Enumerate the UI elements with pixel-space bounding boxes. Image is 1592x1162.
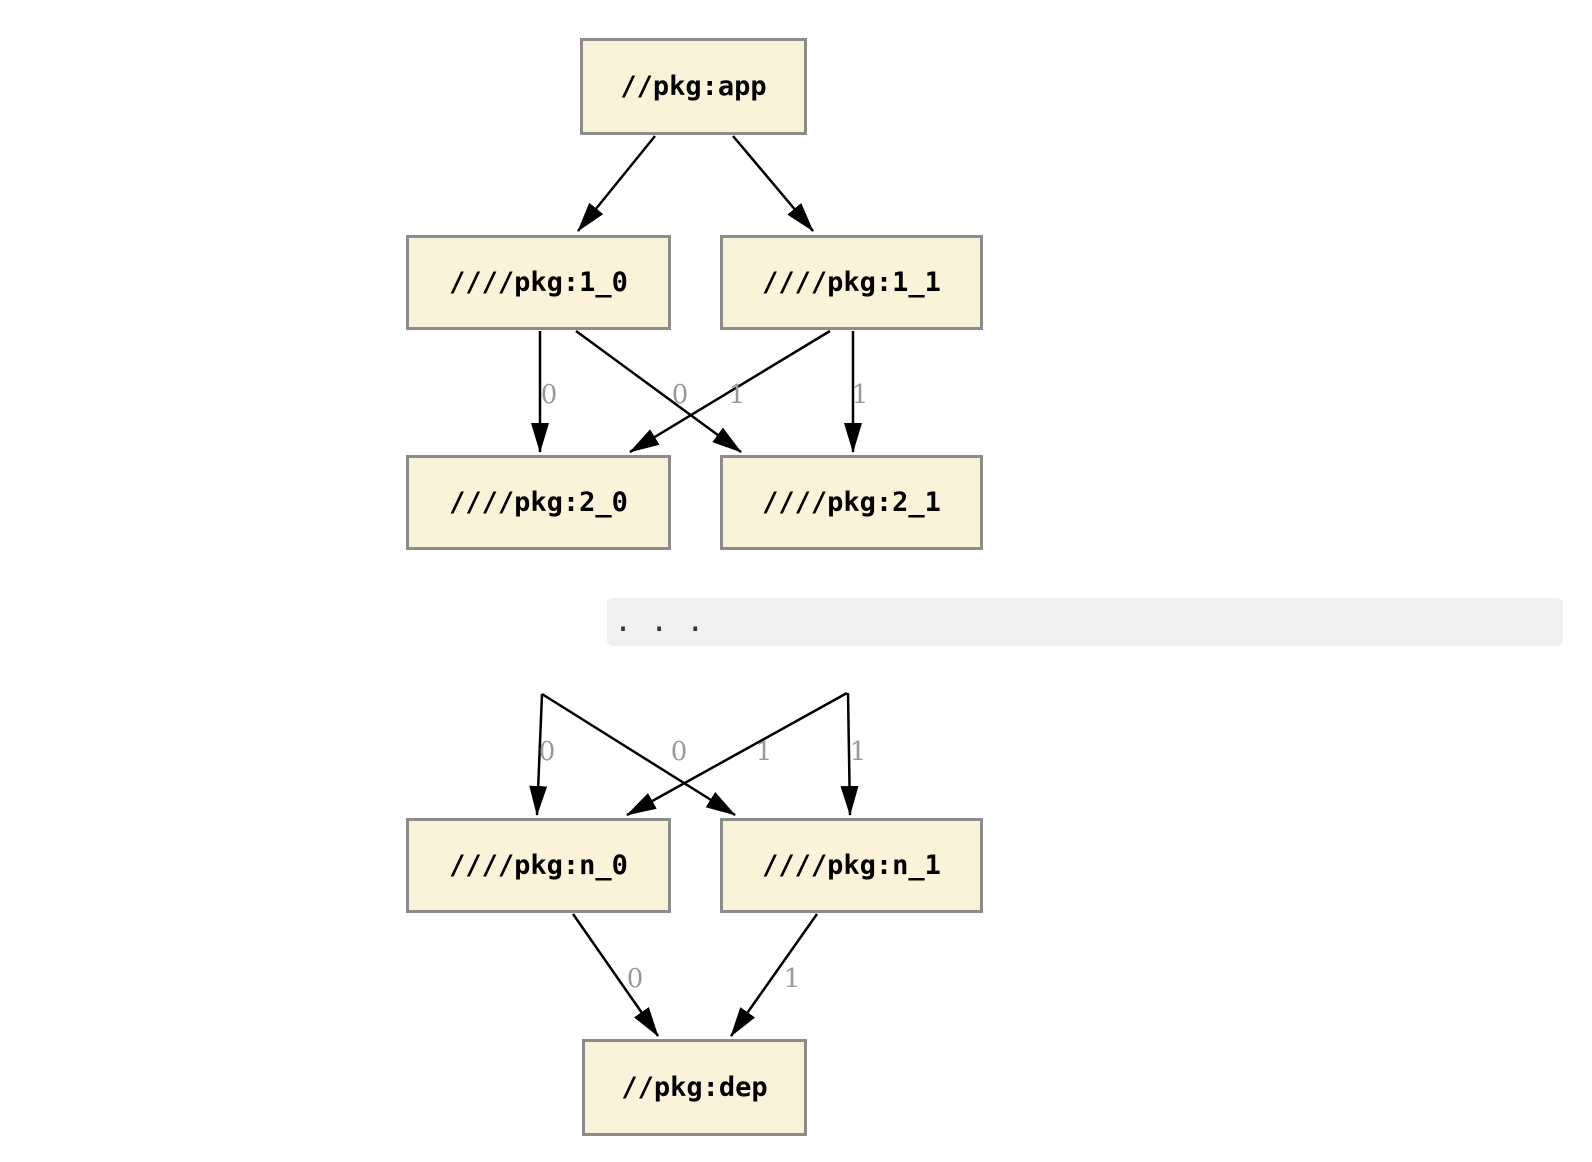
graph-node-dep: //pkg:dep: [582, 1039, 807, 1136]
edge-n_0-dep: [571, 913, 660, 1037]
graph-node-1_1: ////pkg:1_1: [720, 235, 983, 330]
edge-label: 1: [729, 380, 746, 410]
graph-node-1_0: ////pkg:1_0: [406, 235, 671, 330]
edge-label: 0: [671, 737, 688, 767]
ellipsis-code-block: . . .: [607, 598, 1563, 646]
edge-label: 1: [852, 380, 869, 410]
graph-node-n_0: ////pkg:n_0: [406, 818, 671, 913]
graph-node-n_1: ////pkg:n_1: [720, 818, 983, 913]
edge-1_0-2_1: [575, 329, 742, 454]
graph-node-app: //pkg:app: [580, 38, 807, 135]
edge-label: 0: [627, 964, 644, 994]
edge-dots-n_1-v: [840, 692, 859, 816]
edge-label: 0: [672, 380, 689, 410]
edge-label: 1: [850, 737, 867, 767]
edge-dots-n_0-x: [626, 691, 848, 817]
graph-node-2_0: ////pkg:2_0: [406, 455, 671, 550]
edge-label: 1: [784, 964, 801, 994]
edge-label: 0: [539, 737, 556, 767]
graph-node-2_1: ////pkg:2_1: [720, 455, 983, 550]
edge-app-1_1: [732, 135, 814, 232]
edge-dots-n_1-x: [541, 692, 736, 817]
edge-label: 1: [756, 737, 773, 767]
edge-app-1_0: [577, 135, 656, 232]
edge-n_1-dep: [729, 913, 819, 1037]
edge-1_1-2_0: [629, 329, 831, 454]
edge-label: 0: [541, 380, 558, 410]
edge-dots-n_0-v: [529, 693, 548, 816]
